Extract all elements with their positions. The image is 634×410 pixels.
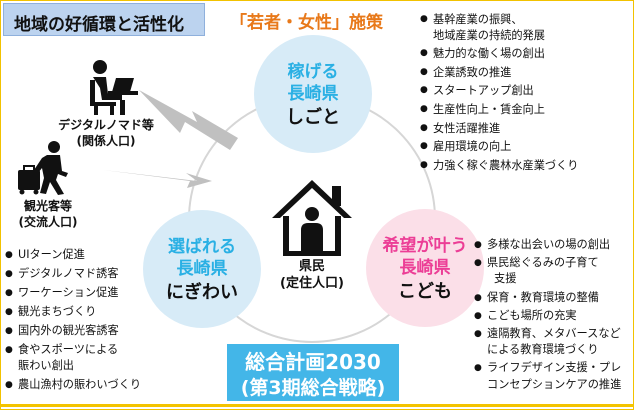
work-line1: 稼げる [287, 62, 339, 82]
list-item: ライフデザイン支援・プレ [474, 360, 621, 376]
list-item: 多様な出会いの場の創出 [474, 237, 621, 253]
list-item: 力強く稼ぐ農林水産業づくり [420, 158, 578, 174]
hub-label-line2: (定住人口) [280, 276, 344, 291]
bottom-rule [0, 404, 634, 407]
nomad-label-line2: (関係人口) [76, 134, 136, 148]
house-icon [272, 180, 352, 256]
list-item: 女性活躍推進 [420, 121, 578, 137]
list-item: 生産性向上・賃金向上 [420, 102, 578, 118]
tourist-label-line2: (交流人口) [18, 215, 78, 229]
plan-title: 総合計画2030 [245, 350, 381, 374]
list-item: 食やスポーツによる [5, 342, 141, 358]
nomad-arrow-shape [139, 90, 238, 150]
tourist-icon [18, 141, 68, 195]
work-line3: しごと [286, 107, 340, 128]
child-measures-list: 多様な出会いの場の創出 県民総ぐるみの子育て 支援 保育・教育環境の整備 こども… [474, 237, 621, 393]
headline: 「若者・女性」施策 [230, 13, 383, 33]
list-item: ワーケーション促進 [5, 285, 141, 301]
list-item: 遠隔教育、メタバースなど [474, 326, 621, 342]
list-item: 県民総ぐるみの子育て [474, 255, 621, 271]
tourist-label: 観光客等 (交流人口) [8, 198, 88, 230]
list-item: 観光まちづくり [5, 304, 141, 320]
list-item: デジタルノマド誘客 [5, 266, 141, 282]
list-item: コンセプションケアの推進 [487, 377, 622, 391]
tourist-label-line1: 観光客等 [23, 199, 72, 213]
list-item: 保育・教育環境の整備 [474, 290, 621, 306]
list-item: による教育環境づくり [487, 343, 599, 357]
list-item: 雇用環境の向上 [420, 139, 578, 155]
town-line1: 選ばれる [168, 237, 236, 257]
work-measures-list: 基幹産業の振興、 地域産業の持続的発展 魅力的な働く場の創出 企業誘致の推進 ス… [420, 12, 578, 173]
child-line1: 希望が叶う [382, 236, 468, 256]
town-measures-list: UIターン促進 デジタルノマド誘客 ワーケーション促進 観光まちづくり 国内外の… [5, 247, 141, 393]
list-item: 地域産業の持続的発展 [433, 28, 545, 42]
nomad-label: デジタルノマド等 (関係人口) [36, 117, 176, 149]
circle-child: 希望が叶う 長崎県 こども [366, 209, 484, 327]
list-item: 賑わい創出 [18, 359, 74, 372]
list-item: 企業誘致の推進 [420, 65, 578, 81]
list-item: スタートアップ創出 [420, 83, 578, 99]
plan-box: 総合計画2030 (第3期総合戦略) [227, 344, 399, 401]
list-item: 魅力的な働く場の創出 [420, 46, 578, 62]
town-line2: 長崎県 [176, 259, 228, 279]
child-line3: こども [398, 281, 452, 302]
circle-town: 選ばれる 長崎県 にぎわい [143, 210, 261, 328]
list-item: UIターン促進 [5, 247, 141, 263]
title-box: 地域の好循環と活性化 [3, 3, 205, 36]
list-item: こども場所の充実 [474, 308, 621, 324]
plan-subtitle: (第3期総合戦略) [240, 377, 386, 399]
tourist-arrow-shape [103, 170, 212, 188]
hub-label: 県民 (定住人口) [272, 258, 352, 292]
work-line2: 長崎県 [287, 84, 339, 104]
circle-work: 稼げる 長崎県 しごと [254, 35, 372, 153]
town-line3: にぎわい [166, 282, 238, 303]
list-item: 国内外の観光客誘客 [5, 323, 141, 339]
list-item: 支援 [494, 272, 517, 286]
child-line2: 長崎県 [399, 258, 451, 278]
list-item: 基幹産業の振興、 [420, 12, 578, 28]
diagram-title: 地域の好循環と活性化 [14, 15, 184, 35]
list-item: 農山漁村の賑わいづくり [5, 377, 141, 393]
digital-nomad-icon [90, 60, 138, 115]
nomad-label-line1: デジタルノマド等 [58, 118, 154, 132]
hub-label-line1: 県民 [298, 259, 325, 274]
